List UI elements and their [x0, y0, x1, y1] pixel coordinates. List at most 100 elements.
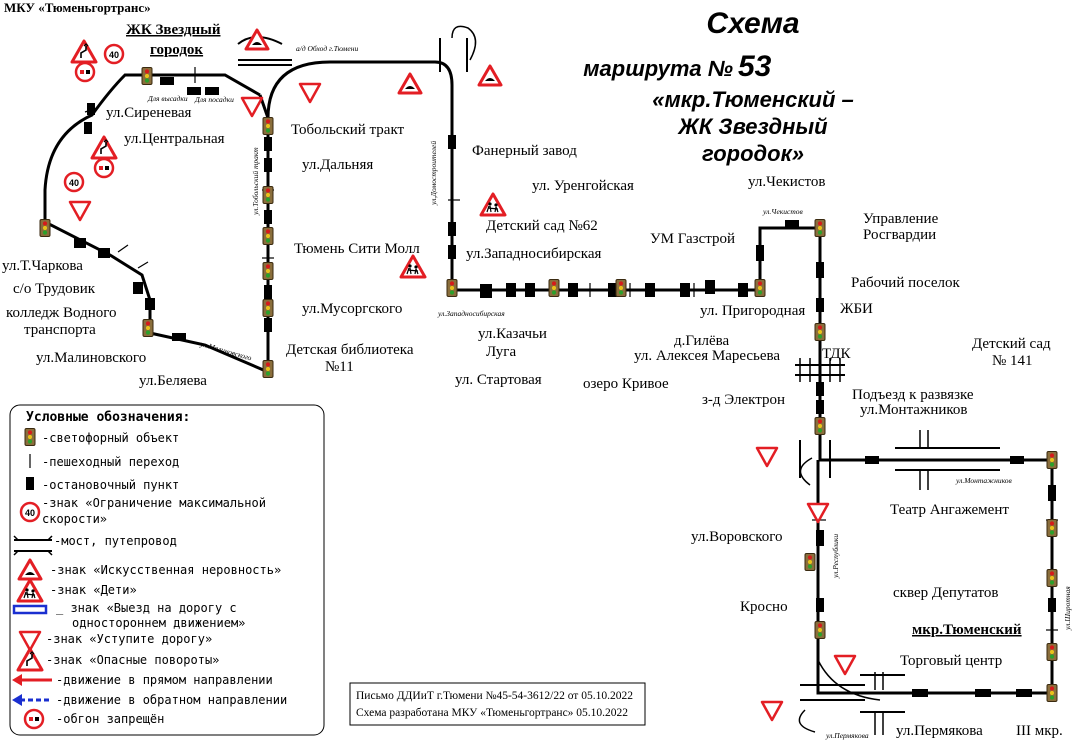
route-name-line1: «мкр.Тюменский – — [652, 87, 854, 112]
scheme-title: Схема — [706, 7, 799, 40]
street-vysadka: Для высадки — [147, 94, 188, 103]
organization: МКУ «Тюменьгортранс» — [4, 0, 151, 15]
stop-tobolsky: Тобольский тракт — [291, 122, 405, 138]
legend-bridge-icon — [13, 535, 53, 556]
speed-limit-value-2: 40 — [69, 178, 79, 188]
stop-biblioteka-line1: Детская библиотека — [286, 342, 414, 358]
legend-backward-arrow-icon — [12, 694, 52, 706]
stop-detsad62: Детский сад №62 — [486, 218, 598, 234]
rail-crossing-tdk — [795, 358, 845, 382]
stop-detsad141-line2: № 141 — [992, 353, 1033, 369]
street-shirotnaya: ул.Широтная — [1063, 586, 1072, 631]
legend-stop-icon — [26, 477, 34, 490]
legend: Условные обозначения: -светофорный объек… — [9, 404, 325, 736]
stop-malinovskogo: ул.Малиновского — [36, 350, 146, 366]
speed-limit-value: 40 — [109, 50, 119, 60]
legend-yield: -знак «Уступите дорогу» — [46, 632, 212, 646]
note-line2: Схема разработана МКУ «Тюменьгортранс» 0… — [356, 707, 628, 719]
legend-bridge: -мост, путепровод — [54, 534, 177, 548]
stop-zapadnosibirskaya: ул.Западносибирская — [466, 246, 601, 262]
stop-gileva: д.Гилёва — [674, 333, 730, 349]
stop-centralnaya: ул.Центральная — [124, 131, 225, 147]
stop-sitimoll: Тюмень Сити Молл — [294, 241, 420, 257]
stop-musorgskogo: ул.Мусоргского — [302, 301, 402, 317]
street-tobolsky-trakt: ул.Тобольский тракт — [251, 147, 260, 216]
stop-sirenevaya: ул.Сиреневая — [106, 105, 191, 121]
stop-startovaya: ул. Стартовая — [455, 372, 542, 388]
stop-podezd-line2: ул.Монтажников — [860, 402, 968, 418]
stop-kolledzh-line2: транспорта — [24, 322, 96, 338]
stop-rabochy: Рабочий поселок — [851, 275, 960, 291]
legend-speed-line1: -знак «Ограничение максимальной — [42, 496, 266, 510]
stop-angazhement: Театр Ангажемент — [890, 502, 1009, 518]
interchange-montazhnikov — [799, 430, 1000, 490]
terminal-start-line2: городок — [150, 42, 203, 58]
terminal-start-line1: ЖК Звездный — [126, 22, 221, 38]
stop-trudovik: с/о Трудовик — [13, 281, 96, 297]
stop-maresyeva: ул. Алексея Маресьева — [634, 348, 780, 364]
stop-permyakova: ул.Пермякова — [896, 723, 983, 739]
approval-note: Письмо ДДИиТ г.Тюмени №45-54-3612/22 от … — [349, 682, 646, 726]
stop-skver: сквер Депутатов — [893, 585, 998, 601]
legend-oneway-icon — [12, 604, 48, 615]
terminal-end: мкр.Тюменский — [912, 622, 1022, 638]
legend-stop: -остановочный пункт — [42, 478, 179, 492]
route-number: 53 — [738, 50, 772, 83]
stop-torgovy: Торговый центр — [900, 653, 1002, 669]
stop-prigorodnaya: ул. Пригородная — [700, 303, 805, 319]
legend-no-overtake-icon — [23, 708, 45, 730]
legend-title: Условные обозначения: — [26, 410, 190, 425]
stop-tdk: ТДК — [822, 346, 851, 362]
legend-children: -знак «Дети» — [50, 583, 137, 597]
stop-chekistov: ул.Чекистов — [748, 174, 825, 190]
route-name-line3: городок» — [702, 141, 804, 166]
stop-fanerny: Фанерный завод — [472, 143, 577, 159]
stop-vorovskogo: ул.Воровского — [691, 529, 783, 545]
stop-umgazstroy: УМ Газстрой — [650, 231, 735, 247]
route-prefix: маршрута № — [583, 56, 733, 81]
stop-rosgvardiya-line1: Управление — [863, 211, 939, 227]
interchange-permyakova — [798, 659, 905, 735]
stop-kazachi-line2: Луга — [486, 344, 516, 360]
stop-podezd-line1: Подъезд к развязке — [852, 387, 974, 403]
stop-biblioteka-line2: №11 — [325, 359, 354, 375]
stop-rosgvardiya-line2: Росгвардии — [863, 227, 936, 243]
street-permyakova: ул.Пермякова — [825, 731, 869, 740]
stop-kolledzh-line1: колледж Водного — [6, 305, 117, 321]
stop-kazachi-line1: ул.Казачьи — [478, 326, 547, 342]
street-chekistov: ул.Чекистов — [762, 207, 804, 216]
stop-krosno: Кросно — [740, 599, 788, 615]
street-montazhnikov: ул.Монтажников — [955, 476, 1013, 485]
street-posadka: Для посадки — [194, 95, 234, 104]
stop-ozero: озеро Кривое — [583, 376, 669, 392]
legend-speed-value: 40 — [25, 508, 35, 518]
legend-curves: -знак «Опасные повороты» — [46, 653, 219, 667]
legend-traffic-light-icon — [24, 428, 36, 446]
road-signs: 40 40 — [63, 28, 857, 722]
legend-forward-arrow-icon — [12, 674, 52, 686]
legend-oneway-line2: одностороннем движением» — [72, 616, 245, 630]
stop-dalnyaya: ул.Дальняя — [302, 157, 373, 173]
legend-crosswalk: -пешеходный переход — [42, 455, 179, 469]
legend-traffic-light: -светофорный объект — [42, 431, 179, 445]
street-obkhod: а/д Обход г.Тюмени — [296, 44, 358, 53]
stop-detsad141-line1: Детский сад — [972, 336, 1051, 352]
interchange-north — [237, 25, 477, 72]
stop-belyaeva: ул.Беляева — [139, 373, 207, 389]
street-malinovskogo: ул.Малиновского — [198, 339, 252, 363]
street-respubliki: ул.Республики — [831, 534, 840, 579]
stop-markers — [74, 77, 1056, 697]
stop-zhbi: ЖБИ — [840, 301, 873, 317]
legend-backward: -движение в обратном направлении — [56, 693, 287, 707]
note-line1: Письмо ДДИиТ г.Тюмени №45-54-3612/22 от … — [356, 690, 633, 702]
legend-forward: -движение в прямом направлении — [56, 673, 273, 687]
legend-speed-line2: скорости» — [42, 512, 107, 526]
legend-oneway-line1: _ знак «Выезд на дорогу с — [56, 601, 237, 615]
stop-elektron: з-д Электрон — [702, 392, 785, 408]
legend-no-overtake: -обгон запрещён — [56, 712, 164, 726]
street-domostroiteley: ул.Домостроителей — [429, 141, 438, 206]
stop-third-mkr: III мкр. — [1016, 723, 1063, 739]
stop-urengoyskaya: ул. Уренгойская — [532, 178, 634, 194]
route-name-line2: ЖК Звездный — [677, 114, 828, 139]
